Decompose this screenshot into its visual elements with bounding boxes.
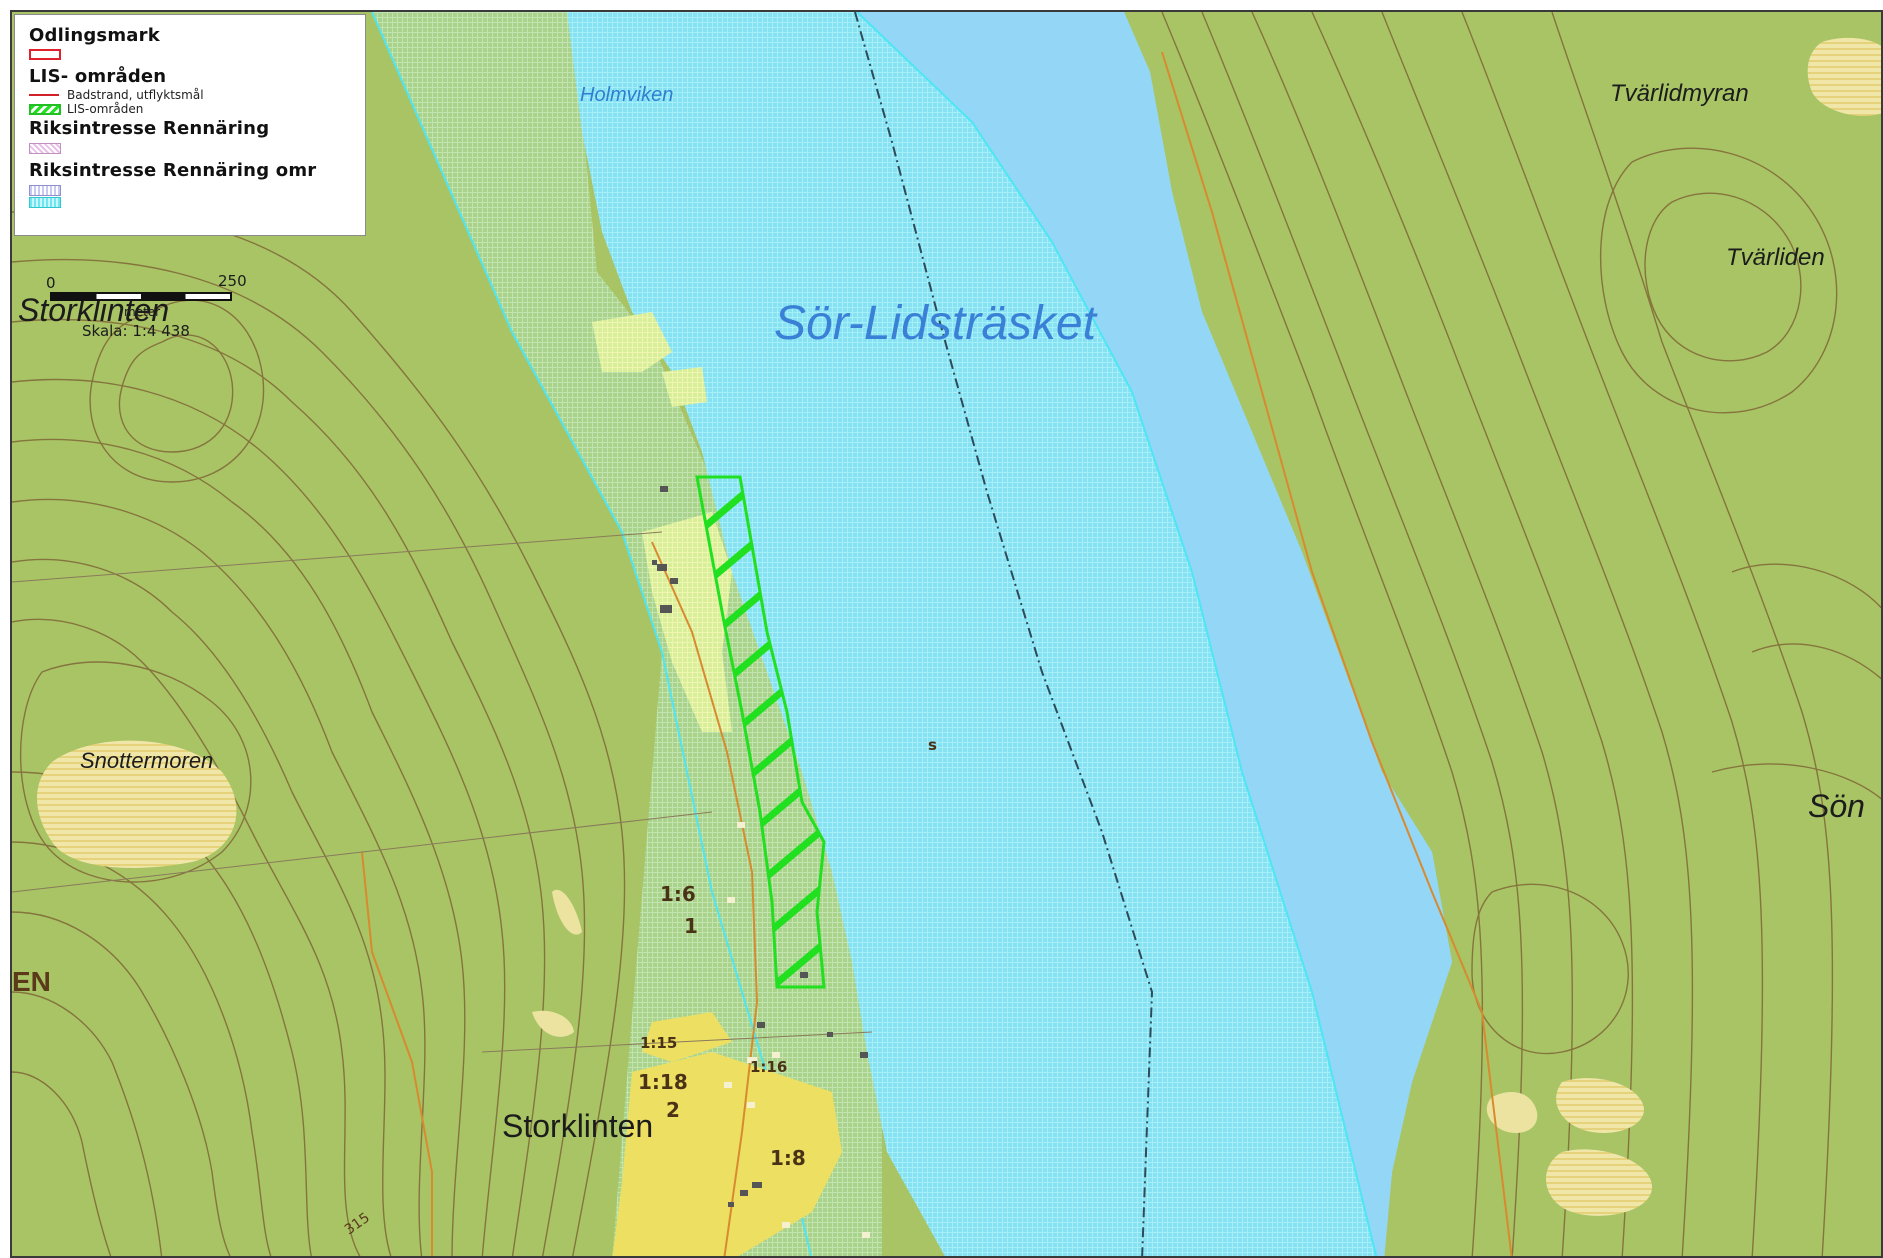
contours-east [1161, 12, 1881, 1256]
open-field-upper [592, 312, 672, 372]
open-field-upper-2 [662, 367, 707, 407]
scale-ratio: Skala: 1:4 438 [82, 322, 190, 340]
road-shore [651, 541, 759, 1256]
lake-label-sor-lidstrasket: Sör-Lidsträsket [774, 297, 1096, 350]
bog-east-1 [1556, 1078, 1644, 1133]
contours-west [12, 208, 626, 1256]
odlingsmark-swatch [29, 49, 61, 60]
buildings [652, 486, 870, 1238]
parcel-label-2: 2 [666, 1098, 680, 1122]
open-patch-shore-2 [532, 1010, 574, 1037]
property-line-1 [12, 811, 713, 893]
place-label-storklinten-village: Storklinten [502, 1108, 654, 1144]
parcel-label-1-18: 1:18 [638, 1070, 688, 1094]
place-label-snottermoren: Snottermoren [80, 748, 214, 773]
riks-rennaring-omr-swatch-2 [29, 197, 61, 208]
property-line-2 [12, 531, 663, 583]
badstrand-line-swatch [29, 94, 59, 96]
open-patch-shore-1 [552, 889, 582, 935]
bog-tvarlidmyran [1807, 37, 1881, 116]
parcel-label-1-8: 1:8 [770, 1146, 806, 1170]
island-mark-s: s [928, 736, 937, 754]
region-label-en: EN [12, 966, 51, 997]
parcel-label-1-15: 1:15 [640, 1034, 678, 1052]
legend-label-lis: LIS-områden [67, 102, 144, 116]
lake-sor-lidstrasket [567, 12, 1452, 1256]
map-canvas[interactable] [12, 12, 1883, 1258]
lake-east-part [857, 12, 1452, 1256]
road-east [1161, 51, 1513, 1256]
place-label-son: Sön [1808, 788, 1865, 824]
legend-heading-riks-rennaring: Riksintresse Rennäring [29, 118, 270, 139]
legend-heading-odlingsmark: Odlingsmark [29, 25, 160, 46]
reindeer-boundary-line [856, 12, 1378, 1256]
legend-heading-riks-rennaring-omr: Riksintresse Rennäring omr [29, 160, 317, 181]
map-legend: Odlingsmark LIS- områden Badstrand, utfl… [14, 14, 366, 236]
lis-area-swatch [29, 103, 61, 115]
farmland-village [612, 1052, 842, 1256]
open-patch-east [1486, 1092, 1538, 1133]
bay-label-holmviken: Holmviken [580, 84, 674, 106]
parcel-label-1-16: 1:16 [750, 1058, 788, 1076]
riks-rennaring-swatch [29, 143, 61, 154]
scale-bar: 0 250 meter Skala: 1:4 438 [46, 272, 260, 340]
map-frame[interactable]: Holmviken Sör-Lidsträsket Storklinten Tv… [10, 10, 1883, 1258]
parcel-label-1: 1 [684, 914, 698, 938]
place-label-tvarliden: Tvärliden [1726, 244, 1825, 271]
riks-rennaring-omr-swatch-1 [29, 185, 61, 196]
legend-heading-lis: LIS- områden [29, 66, 167, 87]
scale-bar-graphic [50, 292, 232, 301]
municipal-boundary [854, 12, 1154, 1256]
road-west [361, 851, 433, 1256]
scale-unit: meter [124, 305, 161, 319]
place-label-tvarlidmyran: Tvärlidmyran [1610, 80, 1749, 107]
scale-tick-end: 250 [218, 272, 247, 290]
bog-snottermoren [37, 740, 237, 868]
farmland-village-2 [642, 1012, 732, 1062]
lis-area[interactable] [695, 475, 826, 989]
scale-tick-start: 0 [46, 274, 56, 292]
legend-label-badstrand: Badstrand, utflyktsmål [67, 88, 204, 102]
property-line-3 [481, 1031, 873, 1053]
bog-east-2 [1545, 1149, 1652, 1216]
parcel-label-1-6: 1:6 [660, 882, 696, 906]
